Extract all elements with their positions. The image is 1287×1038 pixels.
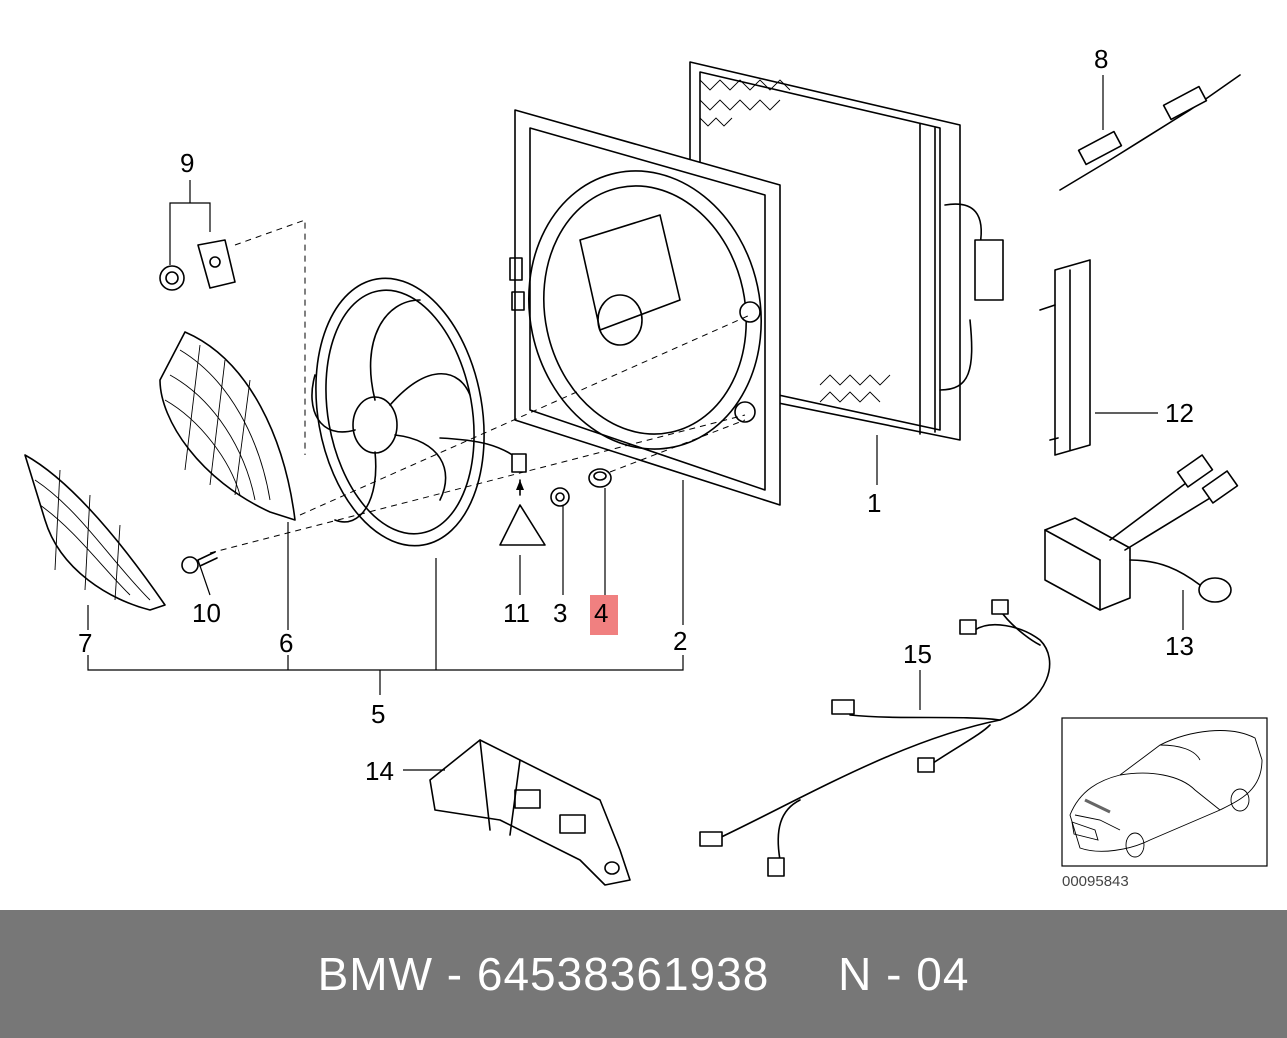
bracket (429, 739, 631, 886)
warning-label (499, 479, 546, 546)
callout-11: 11 (503, 598, 530, 628)
callout-7: 7 (78, 628, 92, 658)
leader-lines (87, 75, 1184, 771)
highlight-box (590, 595, 618, 635)
caption-text: BMW - 64538361938 N - 04 (317, 948, 970, 1000)
callout-10: 10 (192, 598, 221, 628)
clip-parts (159, 239, 236, 291)
screw (181, 551, 218, 574)
car-location-inset (1061, 717, 1268, 867)
holder (1039, 259, 1091, 456)
callout-8: 8 (1094, 44, 1108, 74)
nut-and-grommet (550, 468, 612, 507)
cover-grille (24, 454, 166, 611)
fan-cowl (159, 331, 296, 521)
callout-12: 12 (1165, 398, 1194, 428)
callout-5: 5 (371, 699, 385, 729)
fan-blade (311, 277, 527, 547)
image-number: 00095843 (1062, 873, 1129, 890)
callout-9: 9 (180, 148, 194, 178)
temperature-switch-cable (1059, 74, 1241, 191)
callout-3: 3 (553, 598, 567, 628)
part-number-caption: BMW - 64538361938 N - 04 (0, 910, 1287, 1038)
callout-15: 15 (903, 639, 932, 669)
callout-13: 13 (1165, 631, 1194, 661)
callout-14: 14 (365, 756, 394, 786)
callout-1: 1 (867, 488, 881, 518)
callout-6: 6 (279, 628, 293, 658)
wiring-harness (699, 599, 1051, 877)
callout-2: 2 (673, 626, 687, 656)
parts-diagram: 1 2 3 4 5 6 7 8 9 10 11 12 13 14 15 0009… (24, 44, 1268, 890)
callout-4: 4 (594, 598, 608, 628)
control-unit (1044, 454, 1239, 611)
callout-labels: 1 2 3 4 5 6 7 8 9 10 11 12 13 14 15 (78, 44, 1194, 786)
